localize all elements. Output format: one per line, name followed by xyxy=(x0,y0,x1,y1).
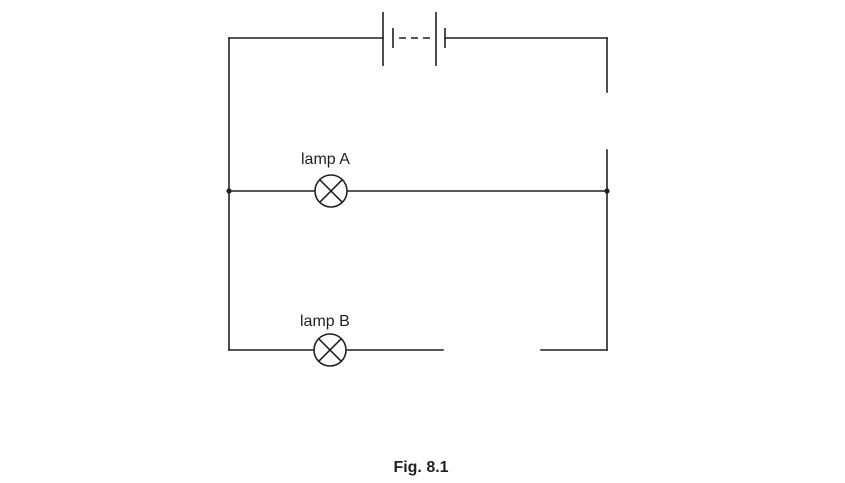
junction-left xyxy=(226,188,232,194)
lamp-a-symbol xyxy=(314,174,348,208)
figure-caption: Fig. 8.1 xyxy=(393,459,448,476)
battery xyxy=(382,12,446,66)
junction-right xyxy=(604,188,610,194)
lamp-b-label: lamp B xyxy=(300,313,350,330)
branch-lamp-a: lamp A xyxy=(228,151,608,208)
lamp-a-label: lamp A xyxy=(301,151,350,168)
branch-lamp-b: lamp B xyxy=(228,313,608,367)
lamp-b-symbol xyxy=(313,333,347,367)
